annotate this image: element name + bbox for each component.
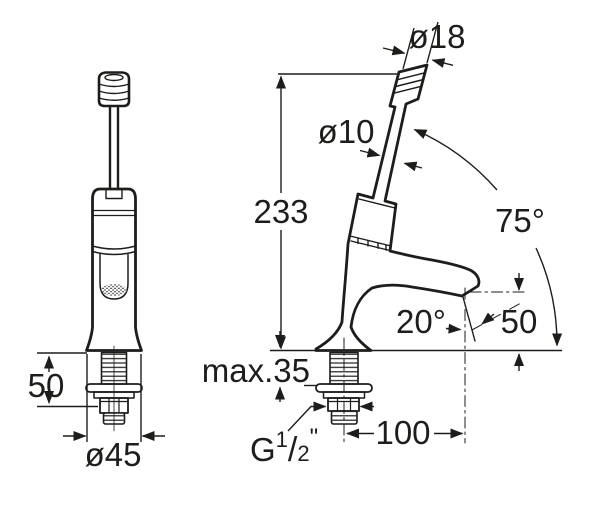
side-outline bbox=[314, 63, 481, 352]
base-diameter-label: ø45 bbox=[85, 436, 142, 473]
dim-stem-diameter: ø10 bbox=[318, 113, 423, 172]
dim-outlet-angle: 20° bbox=[396, 303, 495, 340]
front-knob bbox=[97, 71, 131, 108]
spout-reach-label: 100 bbox=[375, 414, 430, 451]
dim-thread-size: G1/2" bbox=[250, 401, 374, 469]
under-deck-length-label: 50 bbox=[28, 367, 65, 404]
thread-slash: / bbox=[288, 431, 298, 469]
side-bonnet-top bbox=[358, 198, 396, 209]
outlet-angle-label: 20° bbox=[396, 303, 446, 340]
dim-handle-angle: 75° bbox=[413, 128, 563, 347]
front-body bbox=[85, 187, 143, 352]
dim-max-deck-thickness: max.35 bbox=[202, 331, 317, 402]
max-deck-thickness-label: max.35 bbox=[202, 352, 310, 389]
front-cap-notch bbox=[105, 188, 123, 200]
thread-g: G bbox=[250, 431, 276, 468]
front-collar bbox=[91, 245, 137, 256]
thread-numerator: 1 bbox=[276, 427, 288, 452]
dim-spout-tip-diameter: ø18 bbox=[382, 18, 466, 70]
total-height-label: 233 bbox=[253, 193, 308, 230]
thread-size-label: G1/2" bbox=[250, 424, 318, 469]
front-rings bbox=[91, 209, 137, 217]
thread-denominator: 2 bbox=[297, 441, 309, 466]
side-knob-ridges bbox=[392, 72, 426, 95]
spout-tip-diameter-label: ø18 bbox=[409, 18, 466, 55]
dim-total-height: 233 bbox=[253, 73, 397, 350]
dimensions: 233 ø18 ø10 75° 20° bbox=[28, 18, 563, 473]
front-mouth-recess bbox=[99, 253, 129, 300]
front-knob-top-face bbox=[104, 73, 124, 82]
stem-diameter-label: ø10 bbox=[318, 113, 375, 150]
dim-spout-reach: 100 bbox=[346, 414, 464, 451]
front-knob-ridges bbox=[98, 83, 130, 101]
dim-base-diameter: ø45 bbox=[63, 354, 165, 473]
spout-height-label: 50 bbox=[501, 303, 538, 340]
side-nut-facets bbox=[327, 397, 360, 412]
aerator-mesh bbox=[101, 284, 127, 296]
side-view-faucet bbox=[314, 63, 529, 444]
front-stem bbox=[108, 104, 120, 191]
handle-angle-label: 75° bbox=[495, 202, 545, 239]
dim-spout-height: 50 bbox=[501, 273, 538, 371]
thread-inch-mark: " bbox=[310, 424, 319, 451]
dim-under-deck-length: 50 bbox=[28, 352, 98, 408]
front-view-faucet bbox=[85, 71, 143, 432]
side-bonnet-band bbox=[349, 235, 393, 252]
outlet-angle-centerline bbox=[471, 302, 522, 331]
